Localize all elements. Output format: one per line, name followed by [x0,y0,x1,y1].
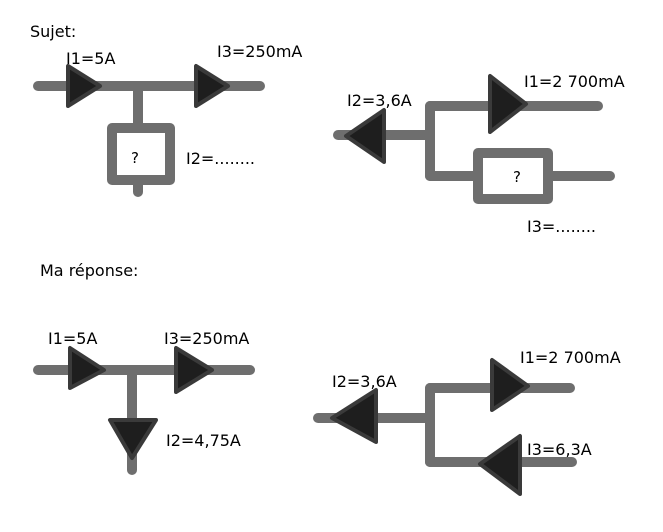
arrow-i3 [174,346,214,394]
label-i2: I2=4,75A [166,431,241,450]
arrow-i1 [488,74,528,134]
label-i2: I2=3,6A [347,91,412,110]
reponse-right-circuit: I2=3,6A I1=2 700mA I3=6,3A [313,348,621,496]
arrow-i1 [66,64,102,108]
label-i1: I1=5A [66,49,115,68]
sujet-right-circuit: ? I2=3,6A I1=2 700mA I3=........ [333,72,625,236]
label-i1: I1=2 700mA [524,72,625,91]
reponse-left-circuit: I1=5A I3=250mA I2=4,75A [33,329,255,475]
label-i3: I3=250mA [164,329,249,348]
sujet-title: Sujet: [30,22,76,41]
unknown-mark: ? [131,149,139,167]
unknown-box [473,148,553,204]
label-i3: I3=........ [527,217,596,236]
arrow-i1 [68,346,106,390]
label-i1: I1=2 700mA [520,348,621,367]
label-i2: I2=........ [186,149,255,168]
label-i3: I3=250mA [217,42,302,61]
arrow-i2 [108,418,158,460]
arrow-i2 [344,108,386,164]
sujet-left-circuit: ? I1=5A I3=250mA I2=........ [33,42,302,197]
arrow-i3 [194,64,230,108]
reponse-title: Ma réponse: [40,261,138,280]
arrow-i2 [330,388,378,444]
label-i3: I3=6,3A [527,440,592,459]
arrow-i3 [478,434,522,496]
unknown-mark: ? [513,168,521,186]
arrow-i1 [490,358,530,412]
unknown-box [107,123,175,185]
label-i1: I1=5A [48,329,97,348]
label-i2: I2=3,6A [332,372,397,391]
